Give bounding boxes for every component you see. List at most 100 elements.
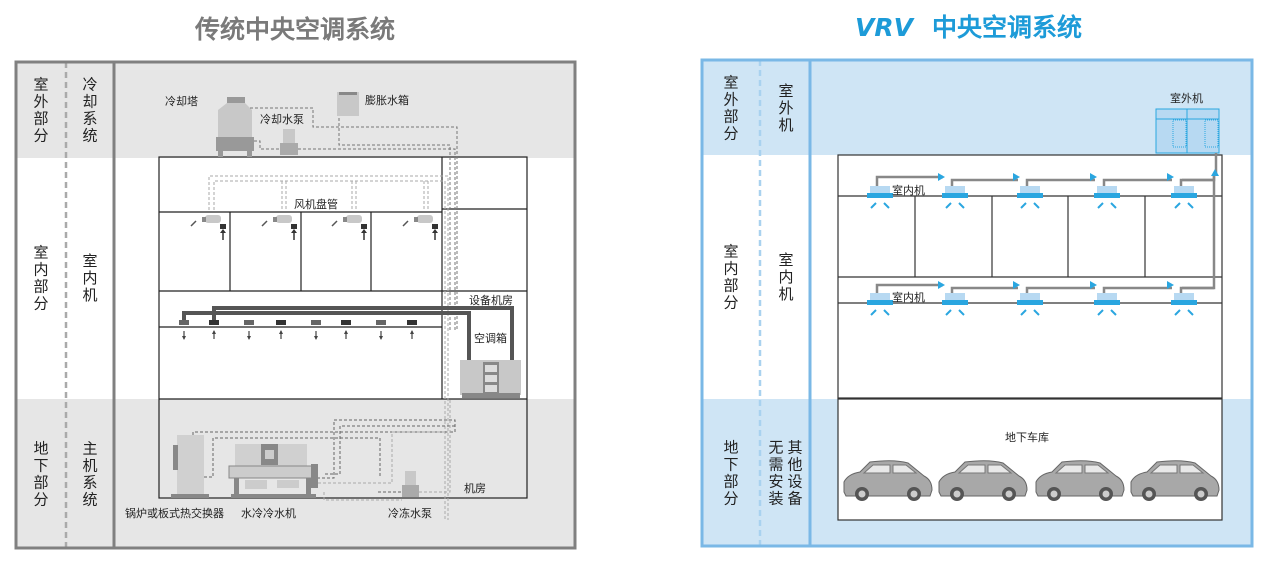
indoor-unit-icon [1017, 186, 1043, 209]
chiller-icon [228, 444, 318, 498]
zone-label: 内 [723, 260, 738, 278]
boiler-label: 锅炉或板式热交换器 [125, 506, 224, 520]
fan-coil-icon [331, 215, 367, 240]
system-label: 装 [768, 490, 783, 508]
outdoor-unit-label: 室外机 [1170, 91, 1203, 105]
system-label: 安 [768, 473, 783, 491]
system-label: 系 [82, 110, 97, 128]
car-icon [843, 460, 933, 501]
indoor-unit-icon [867, 186, 893, 209]
traditional-title: 传统中央空调系统 [194, 15, 395, 44]
air-diffuser-icon [209, 320, 219, 339]
flow-arrow-icon [1013, 281, 1020, 289]
car-icon [1035, 460, 1125, 501]
air-diffuser-icon [341, 320, 351, 339]
cooling-tower-label: 冷却塔 [165, 95, 198, 108]
fan-coil-label: 风机盘管 [294, 197, 338, 211]
flow-arrow-icon [938, 173, 945, 181]
pump-icon [280, 129, 298, 155]
indoor-unit-icon [942, 293, 968, 316]
system-label: 冷 [82, 76, 97, 94]
fan-coil-icon [261, 215, 297, 240]
indoor-unit-label: 室内机 [892, 183, 925, 197]
chilled-pump-label: 冷冻水泵 [388, 506, 432, 520]
outdoor-unit-icon [1155, 108, 1220, 154]
system-label: 统 [82, 491, 97, 509]
fan-coil-pipes [208, 175, 449, 520]
expansion-tank-icon [337, 92, 359, 116]
car-icon [1130, 460, 1220, 501]
indoor-unit-icon [1171, 293, 1197, 316]
zone-label: 外 [723, 91, 738, 109]
system-label: 其 [787, 439, 802, 457]
system-label: 室 [778, 82, 793, 100]
system-label: 内 [778, 268, 793, 286]
zone-label: 分 [33, 127, 48, 145]
fan-coil-icon [402, 215, 438, 240]
ahu-icon [460, 360, 521, 398]
zone-label: 分 [33, 491, 48, 509]
fan-coil-icon [190, 215, 226, 240]
system-label: 需 [768, 456, 783, 474]
flow-arrow-icon [1090, 281, 1097, 289]
cooling-pump-label: 冷却水泵 [260, 113, 304, 126]
car-icon [938, 460, 1028, 501]
zone-label: 外 [33, 93, 48, 111]
air-diffuser-icon [244, 320, 254, 340]
traditional-panel: 冷却塔 冷却水泵 膨胀水箱 风机盘管 设备机房 空调箱 机房 锅炉或板式热交换器… [14, 60, 577, 550]
zone-label: 部 [33, 474, 48, 492]
system-label: 外 [778, 99, 793, 117]
indoor-unit-icon [1094, 293, 1120, 316]
zone-label: 下 [33, 457, 48, 475]
system-label: 机 [778, 285, 793, 303]
zone-label: 部 [33, 110, 48, 128]
machine-room-label: 机房 [464, 481, 486, 495]
zone-label: 地 [723, 439, 738, 457]
indoor-unit-label: 室内机 [892, 290, 925, 304]
garage [837, 398, 1223, 521]
indoor-unit-icon [942, 186, 968, 209]
zone-label: 地 [33, 440, 48, 458]
vrv-title: 中央空调系统 [932, 13, 1082, 42]
air-diffuser-icon [311, 320, 321, 340]
flow-arrow-icon [938, 281, 945, 289]
system-label: 备 [787, 490, 802, 508]
system-label: 机 [82, 286, 97, 304]
zone-label: 部 [33, 278, 48, 296]
indoor-unit-icon [1017, 293, 1043, 316]
zone-label: 下 [723, 456, 738, 474]
zone-label: 室 [723, 243, 738, 261]
zone-label: 室 [33, 76, 48, 94]
zone-label: 分 [33, 295, 48, 313]
chilled-pump-icon [402, 471, 419, 497]
zone-label: 部 [723, 473, 738, 491]
system-label: 室 [778, 251, 793, 269]
system-label: 统 [82, 127, 97, 145]
zone-label: 分 [723, 125, 738, 143]
system-label: 他 [787, 456, 802, 474]
flow-arrow-icon [1090, 173, 1097, 181]
system-label: 机 [82, 457, 97, 475]
system-label: 主 [82, 440, 97, 458]
system-label: 室 [82, 252, 97, 270]
zone-label: 内 [33, 261, 48, 279]
ahu-label: 空调箱 [474, 331, 507, 345]
air-diffuser-icon [276, 320, 286, 339]
system-label: 机 [778, 116, 793, 134]
chiller-label: 水冷冷水机 [241, 506, 296, 520]
vrv-title-prefix: VRV [855, 13, 915, 42]
air-diffuser-icon [179, 320, 189, 340]
indoor-unit-icon [867, 293, 893, 316]
chilled-water-pipes [192, 419, 457, 493]
flow-arrow-icon [1211, 169, 1219, 176]
equipment-room-label: 设备机房 [469, 293, 513, 307]
indoor-unit-icon [1094, 186, 1120, 209]
air-diffuser-icon [407, 320, 417, 339]
cooling-water-pipes [250, 107, 458, 330]
flow-arrow-icon [1013, 173, 1020, 181]
flow-arrow-icon [1167, 281, 1174, 289]
zone-label: 室 [33, 244, 48, 262]
system-label: 却 [82, 93, 97, 111]
expansion-tank-label: 膨胀水箱 [365, 93, 409, 107]
